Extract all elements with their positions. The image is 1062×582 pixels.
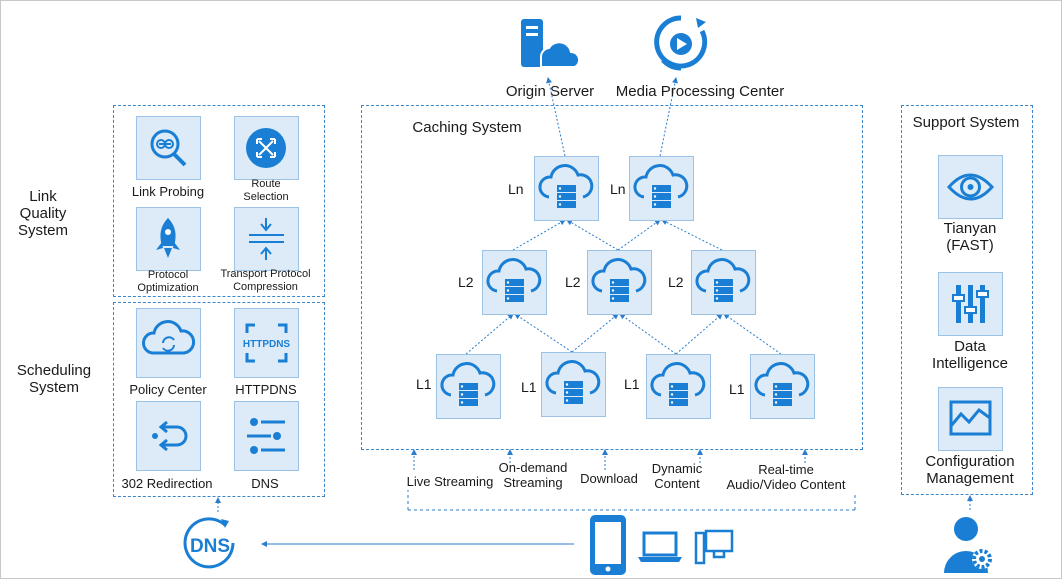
dns-badge-text: DNS [190, 536, 230, 557]
cache-node-icon [436, 354, 501, 419]
scenario-download: Download [580, 471, 638, 486]
caching-box [361, 105, 863, 450]
cache-node-icon [482, 250, 547, 315]
data-intelligence-icon [938, 272, 1003, 336]
cache-node-icon [646, 354, 711, 419]
level-label-l2: L2 [565, 274, 581, 290]
cache-node-icon [629, 156, 694, 221]
level-label-l1: L1 [416, 376, 432, 392]
caching-title: Caching System [412, 119, 522, 136]
cache-node-icon [691, 250, 756, 315]
protocol-optimization-icon [136, 207, 201, 271]
dns-tile-icon [234, 401, 299, 471]
tianyan-label: Tianyan(FAST) [943, 220, 997, 254]
client-devices-icon [588, 513, 738, 577]
cache-node-icon [587, 250, 652, 315]
transport-compression-icon [234, 207, 299, 271]
media-processing-label: Media Processing Center [615, 83, 785, 100]
link-quality-box [113, 105, 325, 297]
scheduling-title: Scheduling System [16, 362, 92, 396]
support-person-gear-icon [942, 513, 998, 575]
policy-center-icon [136, 308, 201, 378]
cache-node-icon [534, 156, 599, 221]
level-label-l1: L1 [521, 379, 537, 395]
level-label-l2: L2 [668, 274, 684, 290]
tianyan-eye-icon [938, 155, 1003, 219]
configuration-management-icon [938, 387, 1003, 451]
route-selection-icon [234, 116, 299, 180]
origin-server-icon [517, 17, 581, 73]
scenario-live-streaming: Live Streaming [406, 474, 494, 489]
httpdns-icon: HTTPDNS [234, 308, 299, 378]
httpdns-badge-text: HTTPDNS [243, 339, 291, 350]
origin-server-label: Origin Server [505, 83, 595, 100]
redirection-label: 302 Redirection [121, 476, 213, 491]
level-label-l1: L1 [729, 381, 745, 397]
level-label-ln: Ln [508, 181, 524, 197]
httpdns-label: HTTPDNS [235, 382, 297, 397]
redirection-icon [136, 401, 201, 471]
level-label-l2: L2 [458, 274, 474, 290]
support-box [901, 105, 1033, 495]
support-title: Support System [912, 114, 1020, 131]
cache-node-icon [541, 352, 606, 417]
media-processing-icon [652, 12, 710, 74]
dns-badge-icon: DNS [175, 513, 245, 575]
dns-tile-label: DNS [251, 476, 279, 491]
link-probing-label: Link Probing [131, 184, 205, 199]
scheduling-box [113, 302, 325, 497]
cache-node-icon [750, 354, 815, 419]
level-label-l1: L1 [624, 376, 640, 392]
policy-center-label: Policy Center [129, 382, 207, 397]
link-quality-title: Link Quality System [17, 188, 68, 239]
link-probing-icon [136, 116, 201, 180]
level-label-ln: Ln [610, 181, 626, 197]
